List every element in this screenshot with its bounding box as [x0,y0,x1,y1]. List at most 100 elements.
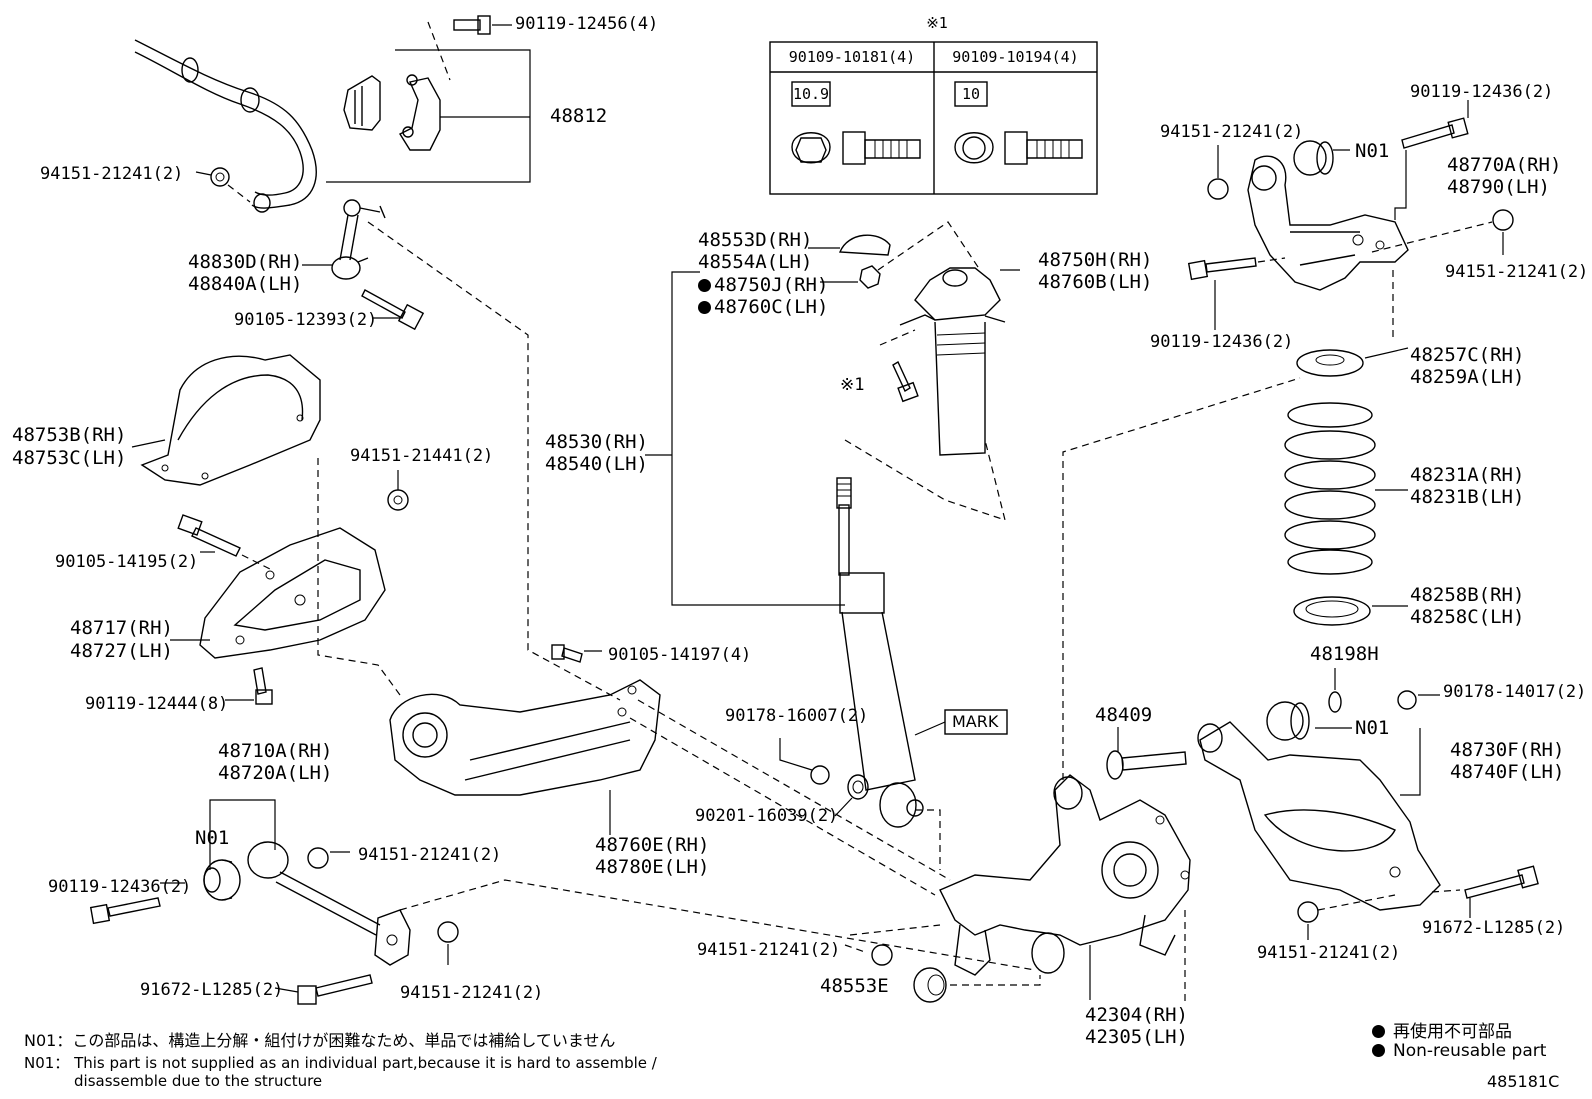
trailing-arm-48760E [389,679,661,796]
upper-arm-48770A [1247,155,1409,291]
label-48790: 48790(LH) [1447,176,1550,198]
label-n01-left: N01 [195,827,230,849]
label-48750J: 48750J(RH) [698,275,828,296]
bolt-90105-12393 [361,289,425,331]
label-48553D: 48553D(RH) [698,229,813,251]
legend-dot-icon [1372,1025,1385,1038]
washer-90201-16039 [834,774,869,817]
label-48770A: 48770A(RH) [1447,154,1562,176]
spring-seat-48258B [1293,596,1408,626]
cap-48553D [808,234,891,256]
label-42305: 42305(LH) [1085,1026,1188,1048]
label-94151-21241-tl: 94151-21241(2) [40,164,184,184]
label-48840A: 48840A(LH) [188,273,303,295]
nut-94151-21241-tr [1207,145,1229,200]
label-94151-21241-tr: 94151-21241(2) [1160,122,1304,142]
nut-94151-21241-r [1492,209,1514,255]
legend-en-text: Non-reusable part [1393,1041,1547,1061]
box-col2-part: 90109-10194(4) [952,48,1079,66]
nut-48750J [820,265,881,289]
label-48258C: 48258C(LH) [1410,606,1525,628]
label-48760C-text: 48760C(LH) [714,296,829,318]
label-48231B: 48231B(LH) [1410,486,1525,508]
bracket-box-48812 [326,49,531,183]
label-48727: 48727(LH) [70,640,173,662]
label-90119-12436-tr: 90119-12436(2) [1410,82,1554,102]
legend-non-reusable-en: Non-reusable part [1372,1041,1546,1061]
label-90201-16039: 90201-16039(2) [695,806,839,826]
label-90105-14197: 90105-14197(4) [608,645,752,665]
label-94151-21441: 94151-21441(2) [350,446,494,466]
label-94151-21241-bl: 94151-21241(2) [400,983,544,1003]
bracket-48717 [170,527,386,659]
label-90105-14195: 90105-14195(2) [55,552,199,572]
bolt-ref1 [892,360,919,403]
legend-non-reusable-jp: 再使用不可部品 [1372,1017,1512,1042]
label-48710A: 48710A(RH) [218,740,333,762]
label-48553E: 48553E [820,975,889,997]
coil-spring-48231A [1284,402,1408,575]
bolt-90119-12436-left [89,882,185,925]
non-reusable-dot [698,301,711,314]
label-mark: MARK [952,712,999,731]
label-48409: 48409 [1095,704,1153,726]
stabilizer-link [331,199,386,280]
nut-94151-21241-br [1297,901,1319,940]
note-n01-english-1: N01： This part is not supplied as an ind… [24,1054,657,1072]
upper-support-48750H [899,267,1020,456]
label-48753B: 48753B(RH) [12,424,127,446]
label-94151-21241-br: 94151-21241(2) [1257,943,1401,963]
label-90119-12436-left: 90119-12436(2) [48,877,192,897]
label-48717: 48717(RH) [70,617,173,639]
nut-94151-21241-bl [437,921,459,965]
bushing-48812 [343,74,441,151]
label-91672-L1285-right: 91672-L1285(2) [1422,918,1566,938]
note-n01-japanese: N01：この部品は、構造上分解・組付けが困難なため、単品では補給していません [24,1031,616,1050]
non-reusable-dot [698,279,711,292]
nut-94151-21241-ml [307,847,350,869]
ref-mark-top: ※1 [926,14,948,32]
label-48198H: 48198H [1310,643,1379,665]
nut-90178-14017 [1397,690,1440,710]
label-48554A: 48554A(LH) [698,251,813,273]
nut-94151-21441 [387,470,409,511]
label-48753C: 48753C(LH) [12,447,127,469]
label-48812: 48812 [550,105,608,127]
label-48730F: 48730F(RH) [1450,739,1565,761]
bushing-48553E [913,967,947,1003]
label-n01-tr: N01 [1355,140,1390,162]
label-90119-12444: 90119-12444(8) [85,694,229,714]
washer-48198H [1328,668,1342,713]
diagram-code: 485181C [1487,1072,1560,1091]
label-48720A: 48720A(LH) [218,762,333,784]
label-48830D: 48830D(RH) [188,251,303,273]
box-col1-grade: 10.9 [792,85,830,103]
label-48780E: 48780E(LH) [595,856,710,878]
label-90119-12456: 90119-12456(4) [515,14,659,34]
bushing-N01-br [1266,701,1310,741]
label-42304: 42304(RH) [1085,1004,1188,1026]
bolt-spec-box [769,41,1098,195]
label-94151-21241-r: 94151-21241(2) [1445,262,1589,282]
legend-dot-icon [1372,1044,1385,1057]
label-48740F: 48740F(LH) [1450,761,1565,783]
label-90119-12436-mr: 90119-12436(2) [1150,332,1294,352]
lower-arm-48730F [1197,721,1441,911]
label-48540: 48540(LH) [545,453,648,475]
bolt-90119-12444 [225,667,273,705]
label-48530: 48530(RH) [545,431,648,453]
bolt-91672-L1285-right [1464,865,1539,918]
bolt-90105-14197 [551,644,602,663]
nut-94151-21241-bc [871,944,893,966]
note-n01-english-2: disassemble due to the structure [74,1072,323,1090]
bushing-N01-tr [1293,140,1350,176]
label-ref1: ※1 [840,375,865,395]
label-91672-L1285-left: 91672-L1285(2) [140,980,284,1000]
knuckle-42304 [939,774,1191,976]
bolt-90119-12436-tr [1401,100,1469,149]
label-48750J-text: 48750J(RH) [714,274,829,296]
box-col2-grade: 10 [961,85,981,103]
shock-absorber [836,477,924,828]
bushing-N01-left [203,859,241,901]
